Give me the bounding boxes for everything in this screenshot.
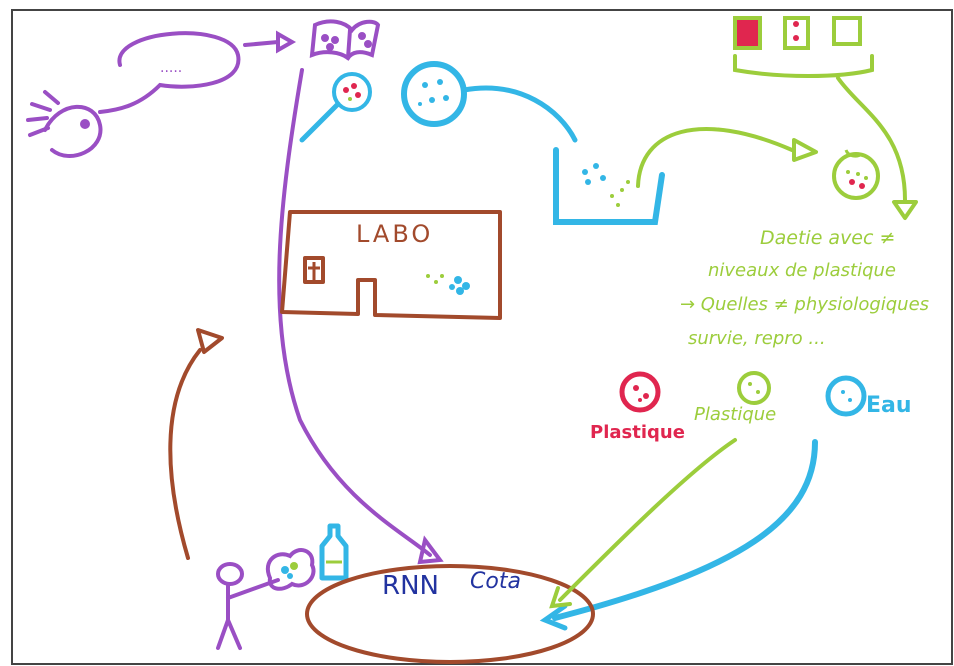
experiment-note: Daetie avec ≠ niveaux de plastique → Que… (680, 227, 929, 349)
plastique-red-organism-icon (619, 371, 661, 413)
tray-to-organism-arrow (636, 127, 794, 188)
organism-icon (832, 149, 880, 200)
return-cycle-arrowhead (196, 328, 224, 354)
bottle-icon (319, 523, 349, 581)
page-frame (11, 9, 953, 665)
container-red (733, 16, 762, 50)
tray-to-organism-arrowhead (792, 138, 818, 162)
arrow-to-book (243, 30, 297, 54)
rnn-label: RNN (382, 571, 439, 601)
rnn-suffix-label: Cota (470, 569, 521, 594)
eau-to-rnn-arrow (552, 439, 818, 621)
plastique-to-rnn-arrow (558, 438, 737, 602)
eau-to-rnn-arrowhead (539, 603, 568, 631)
plastique-green-organism-icon (737, 371, 771, 405)
labo-label: LABO (356, 220, 433, 248)
container-dotted (783, 16, 810, 50)
plastique-red-label: Plastique (590, 422, 685, 443)
note-line-3: → Quelles ≠ physiologiques (680, 294, 929, 315)
bracket-down-arrowhead (892, 200, 918, 220)
container-empty (832, 16, 862, 46)
plastique-green-label: Plastique (694, 404, 776, 425)
net-particles (343, 83, 361, 101)
book-icon (309, 19, 381, 61)
note-line-4: survie, repro ... (688, 328, 826, 349)
book-to-rnn-arrowhead (417, 535, 444, 565)
tray-particles (582, 163, 630, 207)
labo-particles (426, 274, 470, 295)
plastique-to-rnn-arrowhead (549, 586, 572, 609)
eau-label: Eau (866, 393, 912, 418)
sorting-tray (553, 147, 665, 225)
sample-to-tray-arrow (461, 85, 578, 143)
bracket-down-arrow (836, 76, 907, 202)
containers-bracket (733, 54, 874, 78)
return-cycle-arrow (168, 348, 202, 560)
speech-dots: ..... (160, 60, 182, 76)
labo-building (280, 210, 502, 320)
tree-icon (266, 548, 316, 591)
speech-bubble: ..... (98, 31, 241, 114)
sampling-net-icon (299, 72, 372, 143)
eau-organism-icon (825, 375, 867, 417)
observer-eye-icon (26, 90, 103, 158)
note-line-2: niveaux de plastique (708, 260, 896, 281)
note-line-1: Daetie avec ≠ (760, 227, 895, 249)
rnn-ellipse (305, 564, 595, 664)
book-to-rnn-arrow (277, 68, 432, 557)
water-sample-icon (401, 61, 467, 127)
